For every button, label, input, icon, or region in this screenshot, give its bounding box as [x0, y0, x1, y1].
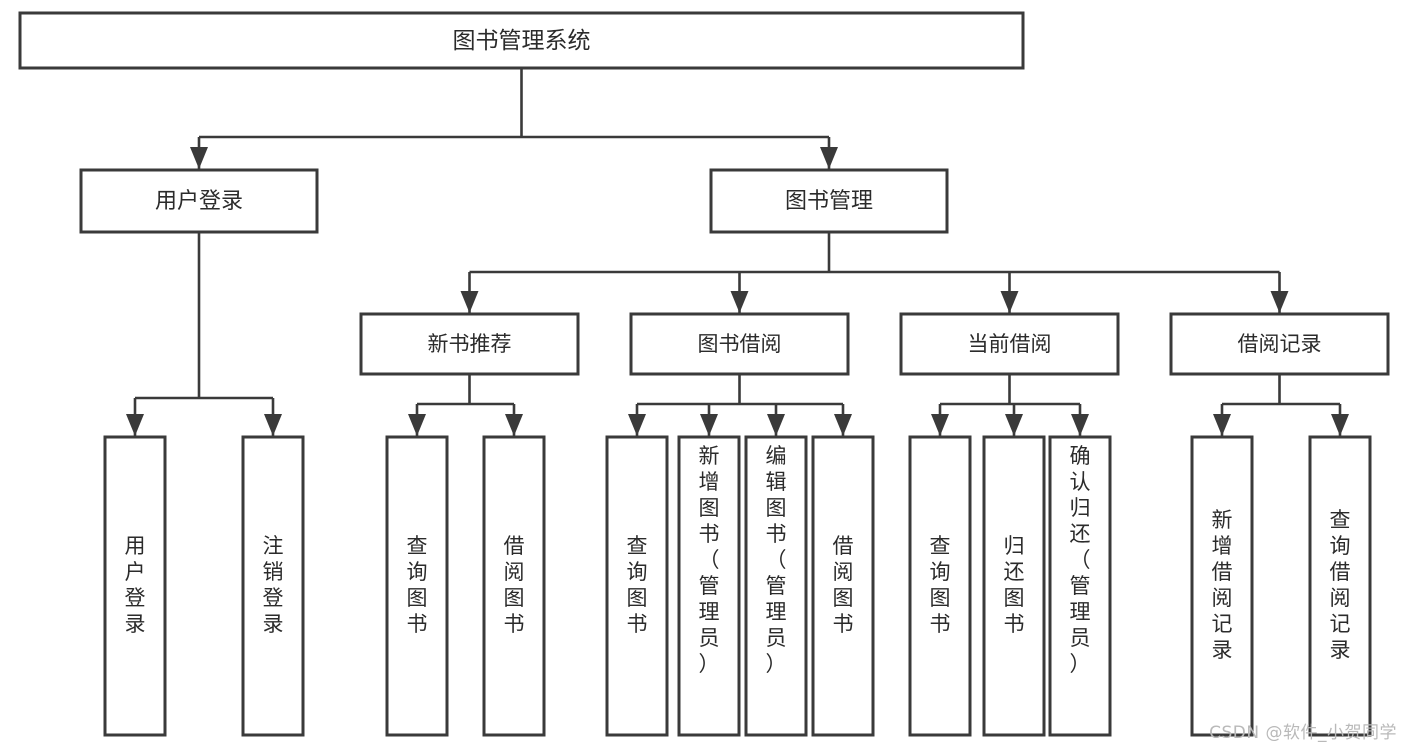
arrow-head-icon — [1331, 414, 1349, 436]
arrow-head-icon — [820, 147, 838, 169]
node-root[interactable]: 图书管理系统 — [18, 11, 1025, 70]
arrow-head-icon — [1270, 291, 1289, 313]
node-user-login-label: 用户登录 — [155, 189, 243, 214]
arrow-head-icon — [730, 291, 749, 313]
arrow-head-icon — [408, 414, 426, 436]
node-leaf-query-record[interactable]: 查询借阅记录 — [1308, 435, 1372, 737]
node-new-book-rec-label: 新书推荐 — [428, 332, 512, 356]
arrow-head-icon — [1071, 414, 1089, 436]
node-leaf-edit-book-rect[interactable] — [744, 435, 808, 737]
csdn-watermark: CSDN @软件_小贺同学 — [1209, 723, 1397, 743]
node-leaf-query-book-rec[interactable]: 查询图书 — [385, 435, 449, 737]
node-leaf-user-login[interactable]: 用户登录 — [103, 435, 167, 737]
node-book-borrow-rect[interactable] — [629, 312, 850, 376]
node-borrow-record[interactable]: 借阅记录 — [1169, 312, 1390, 376]
node-leaf-borrow-book-rect[interactable] — [811, 435, 875, 737]
node-new-book-rec-rect[interactable] — [359, 312, 580, 376]
arrow-head-icon — [1000, 291, 1019, 313]
arrow-head-icon — [460, 291, 479, 313]
node-book-manage-rect[interactable] — [709, 168, 949, 234]
node-leaf-add-book-rect[interactable] — [677, 435, 741, 737]
node-leaf-query-record-rect[interactable] — [1308, 435, 1372, 737]
node-leaf-add-record-rect[interactable] — [1190, 435, 1254, 737]
node-leaf-borrow-book-rec-rect[interactable] — [482, 435, 546, 737]
node-leaf-query-book-current-label: 查询图书 — [930, 534, 951, 636]
node-leaf-query-book-borrow[interactable]: 查询图书 — [605, 435, 669, 737]
node-root-label: 图书管理系统 — [453, 28, 591, 54]
arrow-head-icon — [767, 414, 785, 436]
arrow-head-icon — [834, 414, 852, 436]
node-leaf-confirm-return-label: 确认归还（管理员） — [1070, 444, 1091, 676]
node-leaf-edit-book-label: 编辑图书（管理员） — [766, 444, 787, 676]
node-leaf-borrow-book-rec-label: 借阅图书 — [504, 534, 525, 636]
node-boxes: 图书管理系统用户登录图书管理新书推荐图书借阅当前借阅借阅记录用户登录注销登录查询… — [18, 11, 1390, 737]
node-leaf-borrow-book[interactable]: 借阅图书 — [811, 435, 875, 737]
node-leaf-user-login-label: 用户登录 — [125, 534, 146, 636]
node-book-borrow-label: 图书借阅 — [698, 332, 782, 356]
arrow-head-icon — [1213, 414, 1231, 436]
node-leaf-query-book-current[interactable]: 查询图书 — [908, 435, 972, 737]
node-current-borrow-rect[interactable] — [899, 312, 1120, 376]
node-leaf-query-book-rec-rect[interactable] — [385, 435, 449, 737]
node-leaf-user-login-rect[interactable] — [103, 435, 167, 737]
node-leaf-query-book-rec-label: 查询图书 — [407, 534, 428, 636]
node-book-manage[interactable]: 图书管理 — [709, 168, 949, 234]
node-leaf-query-book-current-rect[interactable] — [908, 435, 972, 737]
node-new-book-rec[interactable]: 新书推荐 — [359, 312, 580, 376]
node-leaf-add-record[interactable]: 新增借阅记录 — [1190, 435, 1254, 737]
node-book-manage-label: 图书管理 — [785, 189, 873, 214]
arrow-head-icon — [264, 414, 282, 436]
node-leaf-add-book-label: 新增图书（管理员） — [699, 444, 720, 676]
arrow-head-icon — [126, 414, 144, 436]
node-borrow-record-label: 借阅记录 — [1238, 332, 1322, 356]
arrow-head-icon — [505, 414, 523, 436]
node-leaf-borrow-book-rec[interactable]: 借阅图书 — [482, 435, 546, 737]
node-leaf-return-book-label: 归还图书 — [1004, 534, 1025, 636]
node-book-borrow[interactable]: 图书借阅 — [629, 312, 850, 376]
arrow-head-icon — [190, 147, 208, 169]
node-user-login-rect[interactable] — [79, 168, 319, 234]
node-leaf-add-book[interactable]: 新增图书（管理员） — [677, 435, 741, 737]
node-leaf-query-record-label: 查询借阅记录 — [1330, 508, 1351, 662]
node-leaf-confirm-return[interactable]: 确认归还（管理员） — [1048, 435, 1112, 737]
arrow-head-icon — [628, 414, 646, 436]
arrow-head-icon — [931, 414, 949, 436]
node-leaf-add-record-label: 新增借阅记录 — [1212, 508, 1233, 662]
node-root-rect[interactable] — [18, 11, 1025, 70]
node-user-login[interactable]: 用户登录 — [79, 168, 319, 234]
node-leaf-query-book-borrow-rect[interactable] — [605, 435, 669, 737]
arrow-head-icon — [1005, 414, 1023, 436]
node-current-borrow[interactable]: 当前借阅 — [899, 312, 1120, 376]
node-leaf-return-book-rect[interactable] — [982, 435, 1046, 737]
node-leaf-edit-book[interactable]: 编辑图书（管理员） — [744, 435, 808, 737]
node-leaf-logout[interactable]: 注销登录 — [241, 435, 305, 737]
node-leaf-logout-label: 注销登录 — [263, 534, 284, 636]
node-leaf-confirm-return-rect[interactable] — [1048, 435, 1112, 737]
arrow-head-icon — [700, 414, 718, 436]
connector-edges — [126, 68, 1349, 436]
node-borrow-record-rect[interactable] — [1169, 312, 1390, 376]
node-leaf-logout-rect[interactable] — [241, 435, 305, 737]
node-leaf-return-book[interactable]: 归还图书 — [982, 435, 1046, 737]
node-leaf-borrow-book-label: 借阅图书 — [833, 534, 854, 636]
node-leaf-query-book-borrow-label: 查询图书 — [627, 534, 648, 636]
node-current-borrow-label: 当前借阅 — [968, 332, 1052, 356]
